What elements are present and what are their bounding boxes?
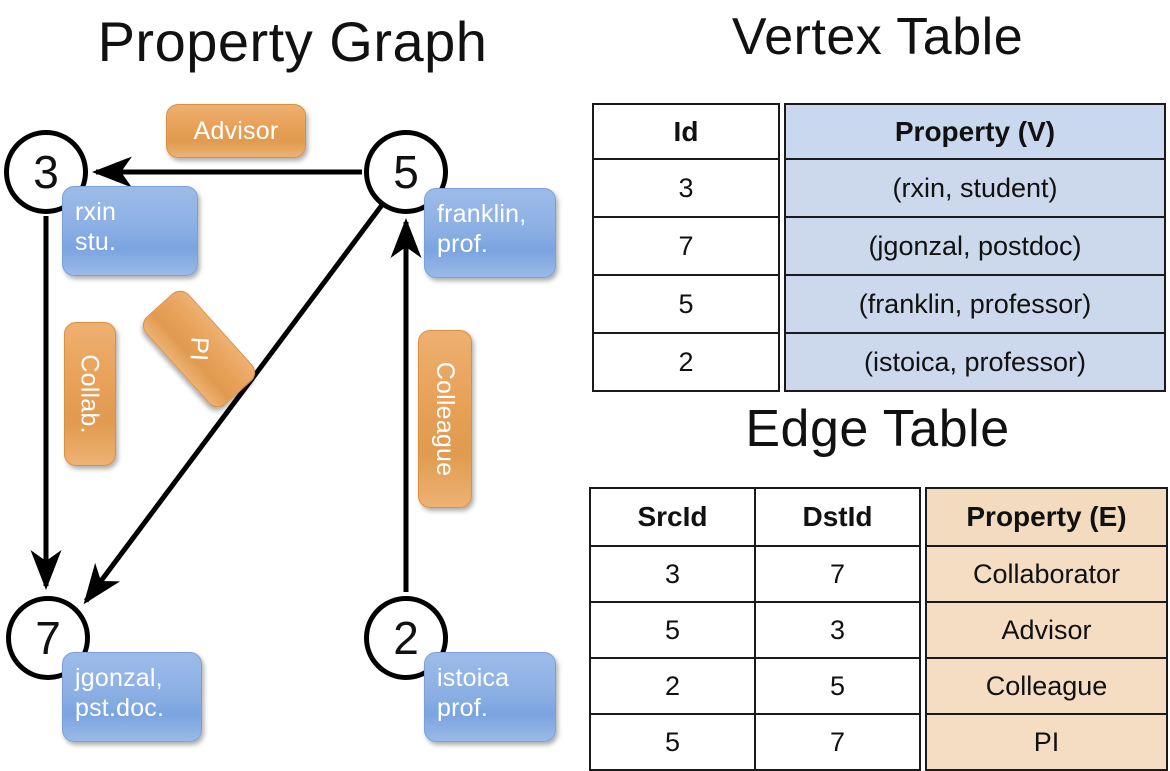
- graph-node-3-label: 3: [33, 146, 59, 198]
- edge-table-property-column: Property (E) Collaborator Advisor Collea…: [925, 487, 1168, 771]
- table-row: 3 7: [589, 545, 921, 603]
- table-row: Colleague: [925, 657, 1168, 715]
- table-row: 2: [592, 332, 780, 392]
- vertex-table-property-column: Property (V) (rxin, student) (jgonzal, p…: [784, 103, 1166, 392]
- vertex-property-line-2: prof.: [437, 694, 489, 722]
- vertex-property-box-rxin[interactable]: rxin stu.: [62, 186, 198, 276]
- vertex-table-cell-property: (rxin, student): [784, 158, 1166, 218]
- edge-table-cell-property: Collaborator: [925, 545, 1168, 603]
- table-header-row: Property (V): [784, 103, 1166, 160]
- edge-table-cell-srcid: 5: [589, 713, 756, 771]
- edge-table-header-property: Property (E): [925, 487, 1168, 547]
- table-row: 2 5: [589, 657, 921, 715]
- edge-property-label: Colleague: [431, 361, 460, 477]
- vertex-property-line-1: rxin: [75, 198, 117, 226]
- table-header-row: Id: [592, 103, 780, 160]
- table-row: (rxin, student): [784, 158, 1166, 218]
- vertex-property-line-2: stu.: [75, 228, 117, 256]
- vertex-table-cell-property: (jgonzal, postdoc): [784, 216, 1166, 276]
- vertex-table-cell-id: 7: [592, 216, 780, 276]
- vertex-table-id-column: Id 3 7 5 2: [592, 103, 780, 392]
- table-row: 5 3: [589, 601, 921, 659]
- table-row: PI: [925, 713, 1168, 771]
- table-header-row: Property (E): [925, 487, 1168, 547]
- edge-table-cell-property: Colleague: [925, 657, 1168, 715]
- edge-arrow-pi: [83, 203, 385, 605]
- vertex-property-box-jgonzal[interactable]: jgonzal, pst.doc.: [62, 652, 202, 742]
- table-row: (istoica, professor): [784, 332, 1166, 392]
- edge-table-header-dstid: DstId: [754, 487, 921, 547]
- table-row: 3: [592, 158, 780, 218]
- edge-table-cell-property: Advisor: [925, 601, 1168, 659]
- edge-table-header-srcid: SrcId: [589, 487, 756, 547]
- graph-node-7-label: 7: [35, 612, 61, 664]
- property-graph-diagram: 3 5 7 2 rxin stu. franklin, prof. jgonza…: [0, 0, 585, 760]
- edge-table-cell-srcid: 3: [589, 545, 756, 603]
- vertex-property-line-1: jgonzal,: [75, 664, 163, 692]
- page-title-vertex-table: Vertex Table: [731, 8, 1024, 66]
- vertex-table-header-id: Id: [592, 103, 780, 160]
- edge-table-cell-srcid: 5: [589, 601, 756, 659]
- edge-property-box-collab[interactable]: Collab.: [64, 322, 116, 466]
- graph-node-2-label: 2: [393, 612, 419, 664]
- table-row: 5 7: [589, 713, 921, 771]
- edge-property-box-colleague[interactable]: Colleague: [418, 330, 472, 508]
- table-row: Collaborator: [925, 545, 1168, 603]
- table-header-row: SrcId DstId: [589, 487, 921, 547]
- vertex-table-cell-id: 3: [592, 158, 780, 218]
- edge-table-cell-dstid: 7: [754, 545, 921, 603]
- vertex-table-cell-id: 5: [592, 274, 780, 334]
- edge-property-label: Collab.: [76, 354, 105, 434]
- edge-table-cell-dstid: 7: [754, 713, 921, 771]
- graph-node-5-label: 5: [393, 146, 419, 198]
- vertex-table-header-property: Property (V): [784, 103, 1166, 160]
- graph-node-5[interactable]: 5: [364, 130, 448, 214]
- vertex-property-box-istoica[interactable]: istoica prof.: [424, 652, 556, 742]
- vertex-property-line-2: prof.: [437, 230, 489, 258]
- graph-node-2[interactable]: 2: [364, 596, 448, 680]
- edge-table-cell-dstid: 5: [754, 657, 921, 715]
- edge-property-label: Advisor: [193, 117, 279, 145]
- page-title-property-graph: Property Graph: [97, 10, 488, 73]
- vertex-property-line-1: istoica: [437, 664, 510, 692]
- vertex-property-line-2: pst.doc.: [75, 694, 165, 722]
- edge-table-id-columns: SrcId DstId 3 7 5 3 2 5 5 7: [589, 487, 921, 771]
- vertex-table-cell-id: 2: [592, 332, 780, 392]
- table-row: 5: [592, 274, 780, 334]
- table-row: (franklin, professor): [784, 274, 1166, 334]
- edge-table-cell-dstid: 3: [754, 601, 921, 659]
- edge-table-cell-property: PI: [925, 713, 1168, 771]
- graph-edge-arrows: [30, 156, 422, 605]
- edge-property-box-advisor[interactable]: Advisor: [166, 104, 306, 158]
- vertex-property-line-1: franklin,: [437, 200, 527, 228]
- table-row: Advisor: [925, 601, 1168, 659]
- page-title-edge-table: Edge Table: [745, 400, 1010, 458]
- table-row: (jgonzal, postdoc): [784, 216, 1166, 276]
- edge-table-cell-srcid: 2: [589, 657, 756, 715]
- table-row: 7: [592, 216, 780, 276]
- vertex-table-cell-property: (franklin, professor): [784, 274, 1166, 334]
- edge-property-label: PI: [184, 336, 214, 362]
- vertex-property-box-franklin[interactable]: franklin, prof.: [424, 188, 556, 278]
- vertex-table-cell-property: (istoica, professor): [784, 332, 1166, 392]
